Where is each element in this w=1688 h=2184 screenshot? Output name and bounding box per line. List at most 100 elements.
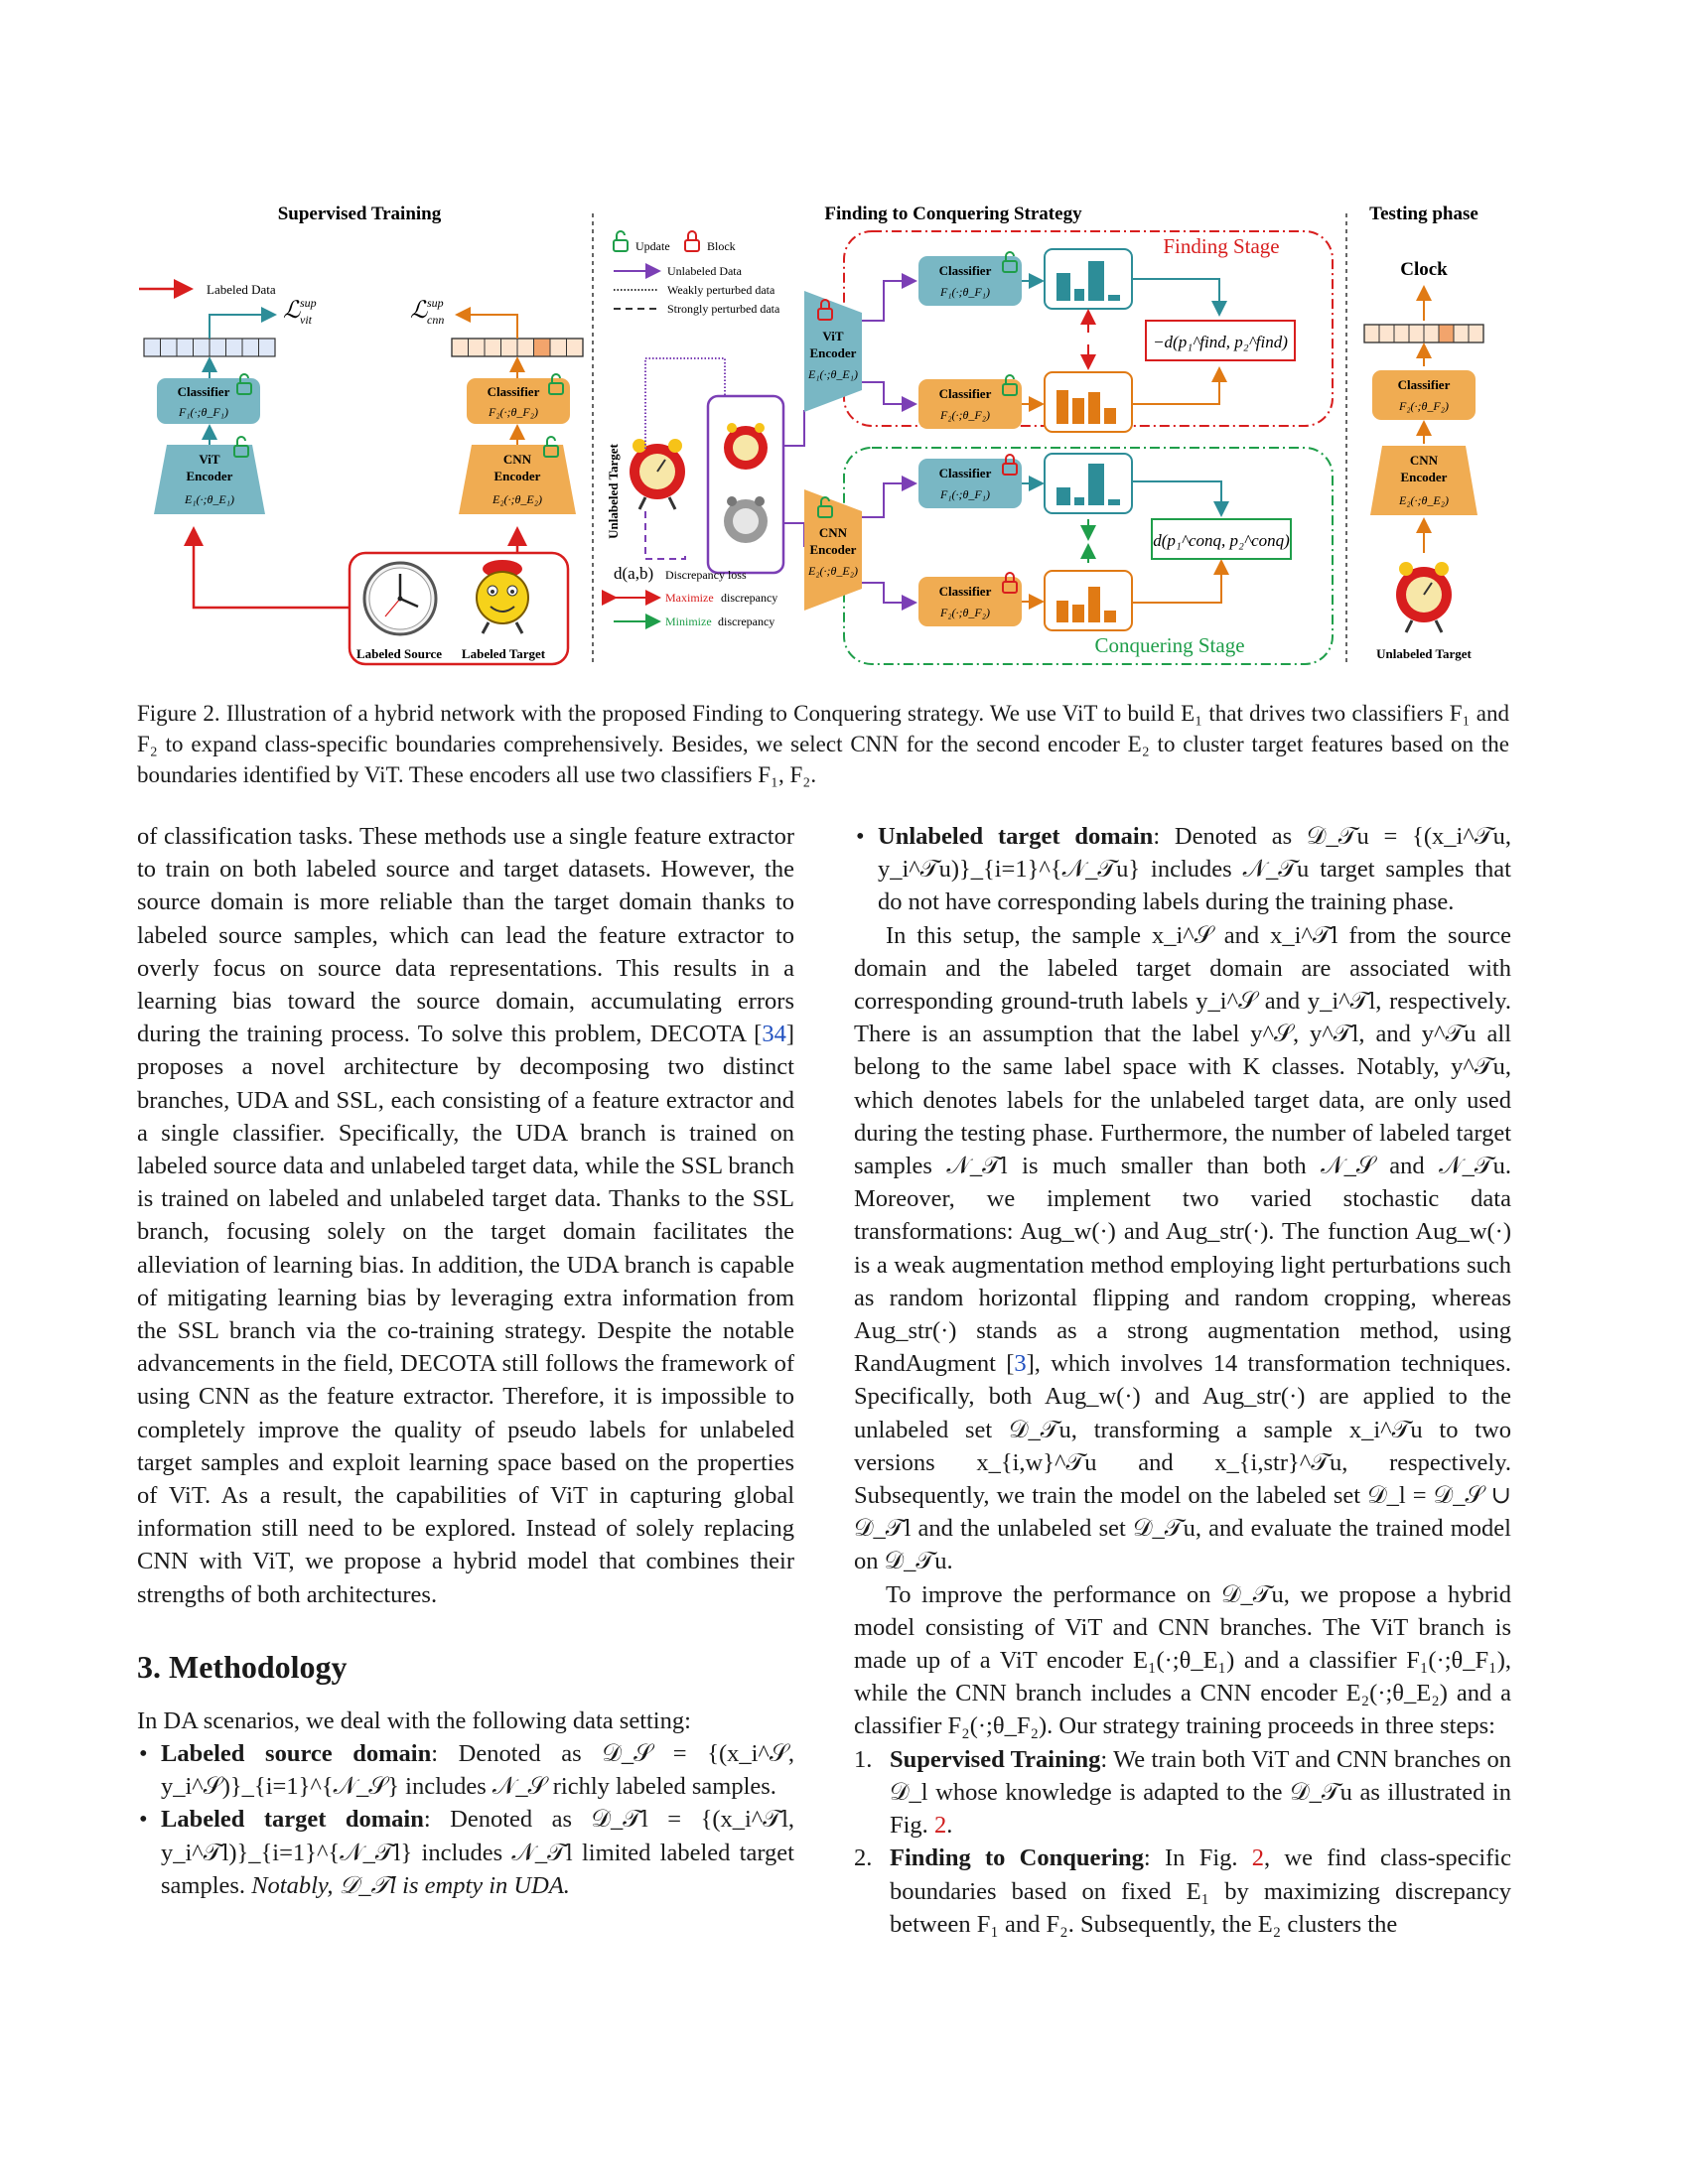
legend-update-label: Update <box>635 239 670 253</box>
unlock-icon <box>543 436 559 458</box>
step-text: : We train both ViT and CNN branches on … <box>890 1745 1511 1840</box>
finding-f2-sym: F₂(·;θ_F₂) <box>939 408 990 422</box>
conquering-f2-label: Classifier <box>939 584 992 599</box>
test-classifier-sym: F₂(·;θ_F₂) <box>1398 399 1449 413</box>
test-feature-vector <box>1363 324 1484 343</box>
test-encoder-label-2: Encoder <box>1401 470 1448 484</box>
figure-ref-link[interactable]: 2 <box>1251 1844 1265 1872</box>
bullet-title: Labeled source domain <box>161 1740 432 1768</box>
test-classifier-f2: Classifier F₂(·;θ_F₂) <box>1372 370 1476 420</box>
vit-to-f2-arrow <box>862 381 917 412</box>
cnn-encoder-middle-label-1: CNN <box>819 525 848 540</box>
legend-labeled-data-label: Labeled Data <box>207 282 276 297</box>
hist3-to-conq-loss <box>1132 480 1229 517</box>
finding-classifier-f2: Classifier F₂(·;θ_F₂) <box>918 379 1022 429</box>
related-work-paragraph: of classification tasks. These methods u… <box>137 820 794 1611</box>
step-number: 1. <box>854 1745 873 1773</box>
test-unlabeled-target-clock-icon <box>1396 562 1452 633</box>
loss-vit-sub: vit <box>300 313 313 327</box>
legend-maximize-discrepancy: discrepancy <box>721 591 777 605</box>
list-item: Unlabeled target domain: Denoted as 𝒟_𝒯u… <box>854 820 1511 919</box>
conquering-hist-p2 <box>1044 570 1133 631</box>
unlock-icon <box>817 496 833 518</box>
citation-link[interactable]: 34 <box>762 1021 786 1048</box>
citation-link[interactable]: 3 <box>1014 1350 1027 1378</box>
cartoon-alarm-clock-icon <box>476 560 529 634</box>
legend-discrepancy-label: Discrepancy loss <box>665 568 747 582</box>
methodology-intro: In DA scenarios, we deal with the follow… <box>137 1706 691 1734</box>
setup-paragraph: In this setup, the sample x_i^𝒮 and x_i^… <box>854 919 1511 1578</box>
cnn-to-f2-arrow <box>862 582 917 611</box>
vit-loss-arrow <box>209 307 277 339</box>
para2-text-a: In this setup, the sample x_i^𝒮 and x_i^… <box>854 921 1511 1378</box>
vit-encoder-label-2: Encoder <box>187 469 233 483</box>
vit-classifier-supervised: Classifier F₁(·;θ_F₁) <box>157 378 260 424</box>
unlock-icon <box>1002 374 1018 396</box>
conq-loss-box <box>1151 518 1292 560</box>
test-classifier-label: Classifier <box>1398 377 1451 392</box>
unlabeled-target-clock-icon <box>630 439 685 510</box>
unlock-icon <box>233 436 249 458</box>
lock-icon <box>1002 454 1018 476</box>
step-text-end: . <box>946 1812 953 1840</box>
test-cnn-encoder: CNN Encoder E₂(·;θ_E₂) <box>1370 446 1477 515</box>
unlock-icon <box>1002 251 1018 273</box>
vit-to-f1-arrow <box>862 273 917 322</box>
find-loss-box <box>1145 320 1296 361</box>
labeled-target-label: Labeled Target <box>462 646 546 661</box>
legend-strongly-label: Strongly perturbed data <box>667 302 780 316</box>
step-number: 2. <box>854 1844 873 1872</box>
to-cnn-encoder-arrow <box>783 522 805 547</box>
hist1-to-find-loss <box>1132 278 1227 317</box>
section-title-testing: Testing phase <box>1369 204 1478 224</box>
figure-ref-link[interactable]: 2 <box>933 1812 947 1840</box>
test-encoder-label-1: CNN <box>1410 453 1439 468</box>
right-column: Unlabeled target domain: Denoted as 𝒟_𝒯u… <box>854 820 1511 1941</box>
vit-classifier-f1: F₁(·;θ_F₁) <box>178 405 228 419</box>
legend-block-lock-icon <box>684 230 700 252</box>
strong-perturb-path <box>644 511 686 560</box>
labeled-source-label: Labeled Source <box>356 646 442 661</box>
cnn-to-f1-arrow <box>862 476 917 518</box>
cnn-feature-vector <box>451 338 584 357</box>
cnn-encoder-middle-e2: E₂(·;θ_E₂) <box>807 564 858 578</box>
vit-encoder-e1: E₁(·;θ_E₁) <box>184 492 234 506</box>
section-title-supervised: Supervised Training <box>278 204 442 224</box>
figure-2: Supervised Training Finding to Conquerin… <box>129 194 1519 670</box>
lock-icon <box>1002 572 1018 594</box>
legend-minimize-discrepancy: discrepancy <box>718 614 774 628</box>
finding-f2-label: Classifier <box>939 386 992 401</box>
para1-text-a: of classification tasks. These methods u… <box>137 823 794 1048</box>
cnn-encoder-supervised: CNN Encoder E₂(·;θ_E₂) <box>459 445 576 514</box>
hybrid-model-paragraph: To improve the performance on 𝒟_𝒯u, we p… <box>854 1580 1511 1740</box>
left-column: of classification tasks. These methods u… <box>137 820 794 1902</box>
legend-maximize-word: Maximize <box>665 591 714 605</box>
bullet-title: Unlabeled target domain <box>878 823 1154 850</box>
step-title: Finding to Conquering <box>890 1844 1144 1872</box>
conquering-f1-label: Classifier <box>939 466 992 480</box>
conquering-f1-sym: F₁(·;θ_F₁) <box>939 487 990 501</box>
step-title: Supervised Training <box>890 1745 1101 1773</box>
cnn-encoder-label-2: Encoder <box>494 469 541 483</box>
cnn-encoder-middle: CNN Encoder E₂(·;θ_E₂) <box>804 489 862 611</box>
loss-cnn-symbol: ℒ <box>410 298 428 324</box>
section-heading: 3. Methodology <box>137 1648 348 1685</box>
finding-hist-p2 <box>1044 371 1133 433</box>
bullet-text: : Denoted as 𝒟_𝒯u = {(x_i^𝒯u, y_i^𝒯u)}_{… <box>878 823 1511 916</box>
finding-hist-p1 <box>1044 248 1133 310</box>
section-title-finding-conquering: Finding to Conquering Strategy <box>824 204 1082 224</box>
cnn-classifier-label: Classifier <box>488 384 540 399</box>
strong-augmented-clock-icon <box>724 496 768 543</box>
unlabeled-target-vertical-label: Unlabeled Target <box>606 443 621 538</box>
vit-classifier-label: Classifier <box>178 384 230 399</box>
lock-icon <box>817 299 833 321</box>
data-setting-list-cont: Unlabeled target domain: Denoted as 𝒟_𝒯u… <box>854 820 1511 919</box>
figure-diagram: Supervised Training Finding to Conquerin… <box>139 204 1484 666</box>
cnn-encoder-e2: E₂(·;θ_E₂) <box>492 492 542 506</box>
data-setting-list: Labeled source domain: Denoted as 𝒟_𝒮 = … <box>137 1737 794 1902</box>
figure-caption: Figure 2. Illustration of a hybrid netwo… <box>137 701 1509 787</box>
bullet-title: Labeled target domain <box>161 1806 424 1834</box>
legend-unlabeled-data-label: Unlabeled Data <box>667 264 743 278</box>
hist2-to-find-loss <box>1132 366 1227 405</box>
vit-encoder-middle-label-2: Encoder <box>810 345 857 360</box>
